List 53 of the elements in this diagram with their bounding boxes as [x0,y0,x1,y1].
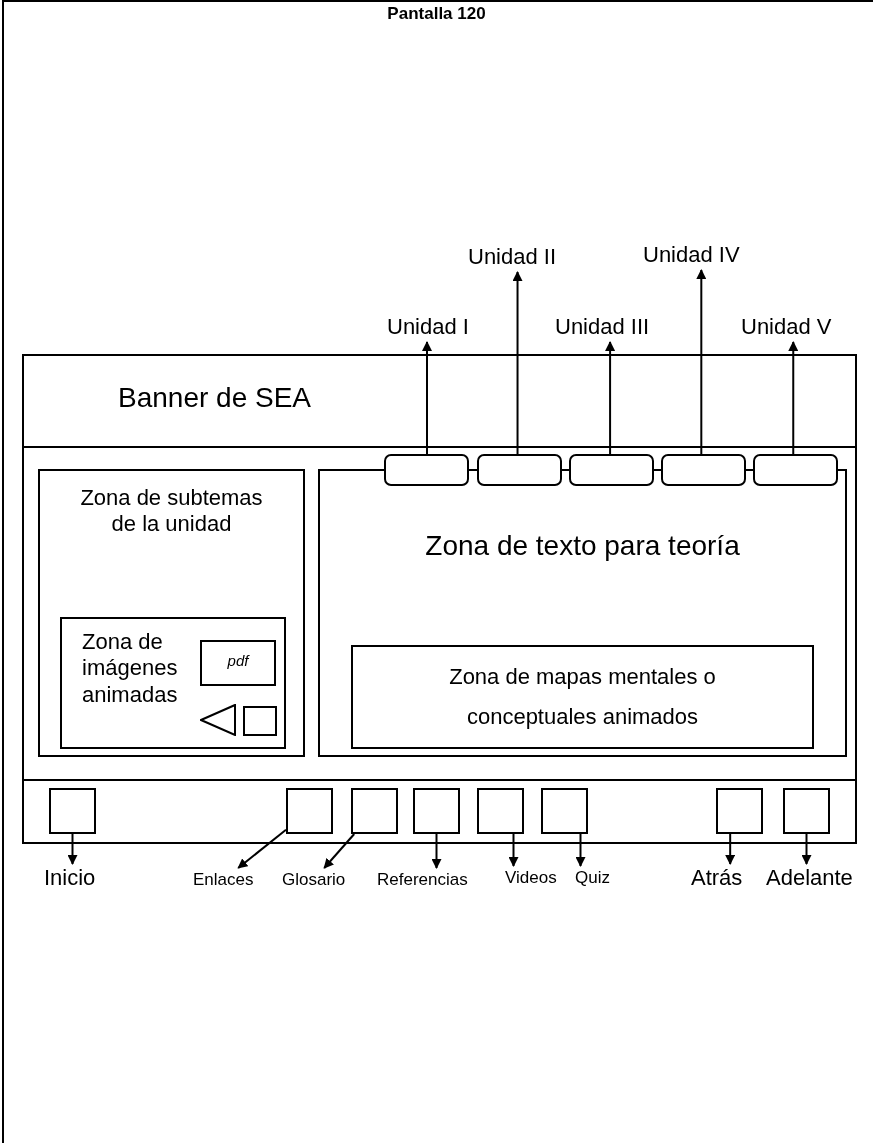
menu-label: Unidad II [466,242,559,272]
nav-label: Videos [503,866,559,890]
page-title: Pantalla 120 [386,4,487,24]
arrow [431,833,442,869]
nav-button [286,788,333,834]
arrow [575,833,586,867]
nav-button [716,788,763,834]
nav-label: Inicio [42,864,98,892]
arrow [696,269,707,455]
tab [753,454,838,486]
menu-label: Unidad IV [641,240,742,270]
nav-label: Enlaces [191,868,256,892]
zone-label: Zona de subtemas de la unidad [79,485,264,538]
menu-label: Unidad III [553,312,652,342]
stop-square-icon [243,706,277,736]
menu-label: Unidad I [385,312,471,342]
nav-label: Adelante [764,864,855,892]
nav-button [413,788,460,834]
zone-label: Zona de imágenes animadas [82,629,179,709]
concept-map-panel [351,645,814,749]
arrow [788,341,799,455]
nav-label: Quiz [573,866,612,890]
play-triangle-icon [200,704,236,736]
arrow [605,341,616,455]
arrow [801,833,812,865]
nav-button [783,788,830,834]
arrow [67,833,78,865]
nav-button [351,788,398,834]
zone-label: Zona de mapas mentales o conceptuales animados [448,663,717,731]
tab [384,454,469,486]
pdf-box [200,640,276,686]
arrow [508,833,519,867]
zone-label: pdf [226,652,251,670]
arrow [725,833,736,865]
nav-button [477,788,524,834]
nav-button [49,788,96,834]
arrow [512,271,523,455]
arrow [237,828,287,869]
tab [569,454,654,486]
menu-label: Unidad V [739,312,834,342]
tab [477,454,562,486]
animation-panel [60,617,286,749]
subtopics-panel [38,469,305,757]
nav-label: Glosario [280,868,348,892]
nav-label: Referencias [375,868,470,892]
banner-text: Banner de SEA [118,382,312,414]
arrow [323,833,356,869]
tab [661,454,746,486]
window-frame [22,354,857,844]
zone-label: Zona de texto para teoría [424,529,741,563]
arrow [422,341,432,455]
nav-label: Atrás [689,864,745,892]
nav-button [541,788,588,834]
